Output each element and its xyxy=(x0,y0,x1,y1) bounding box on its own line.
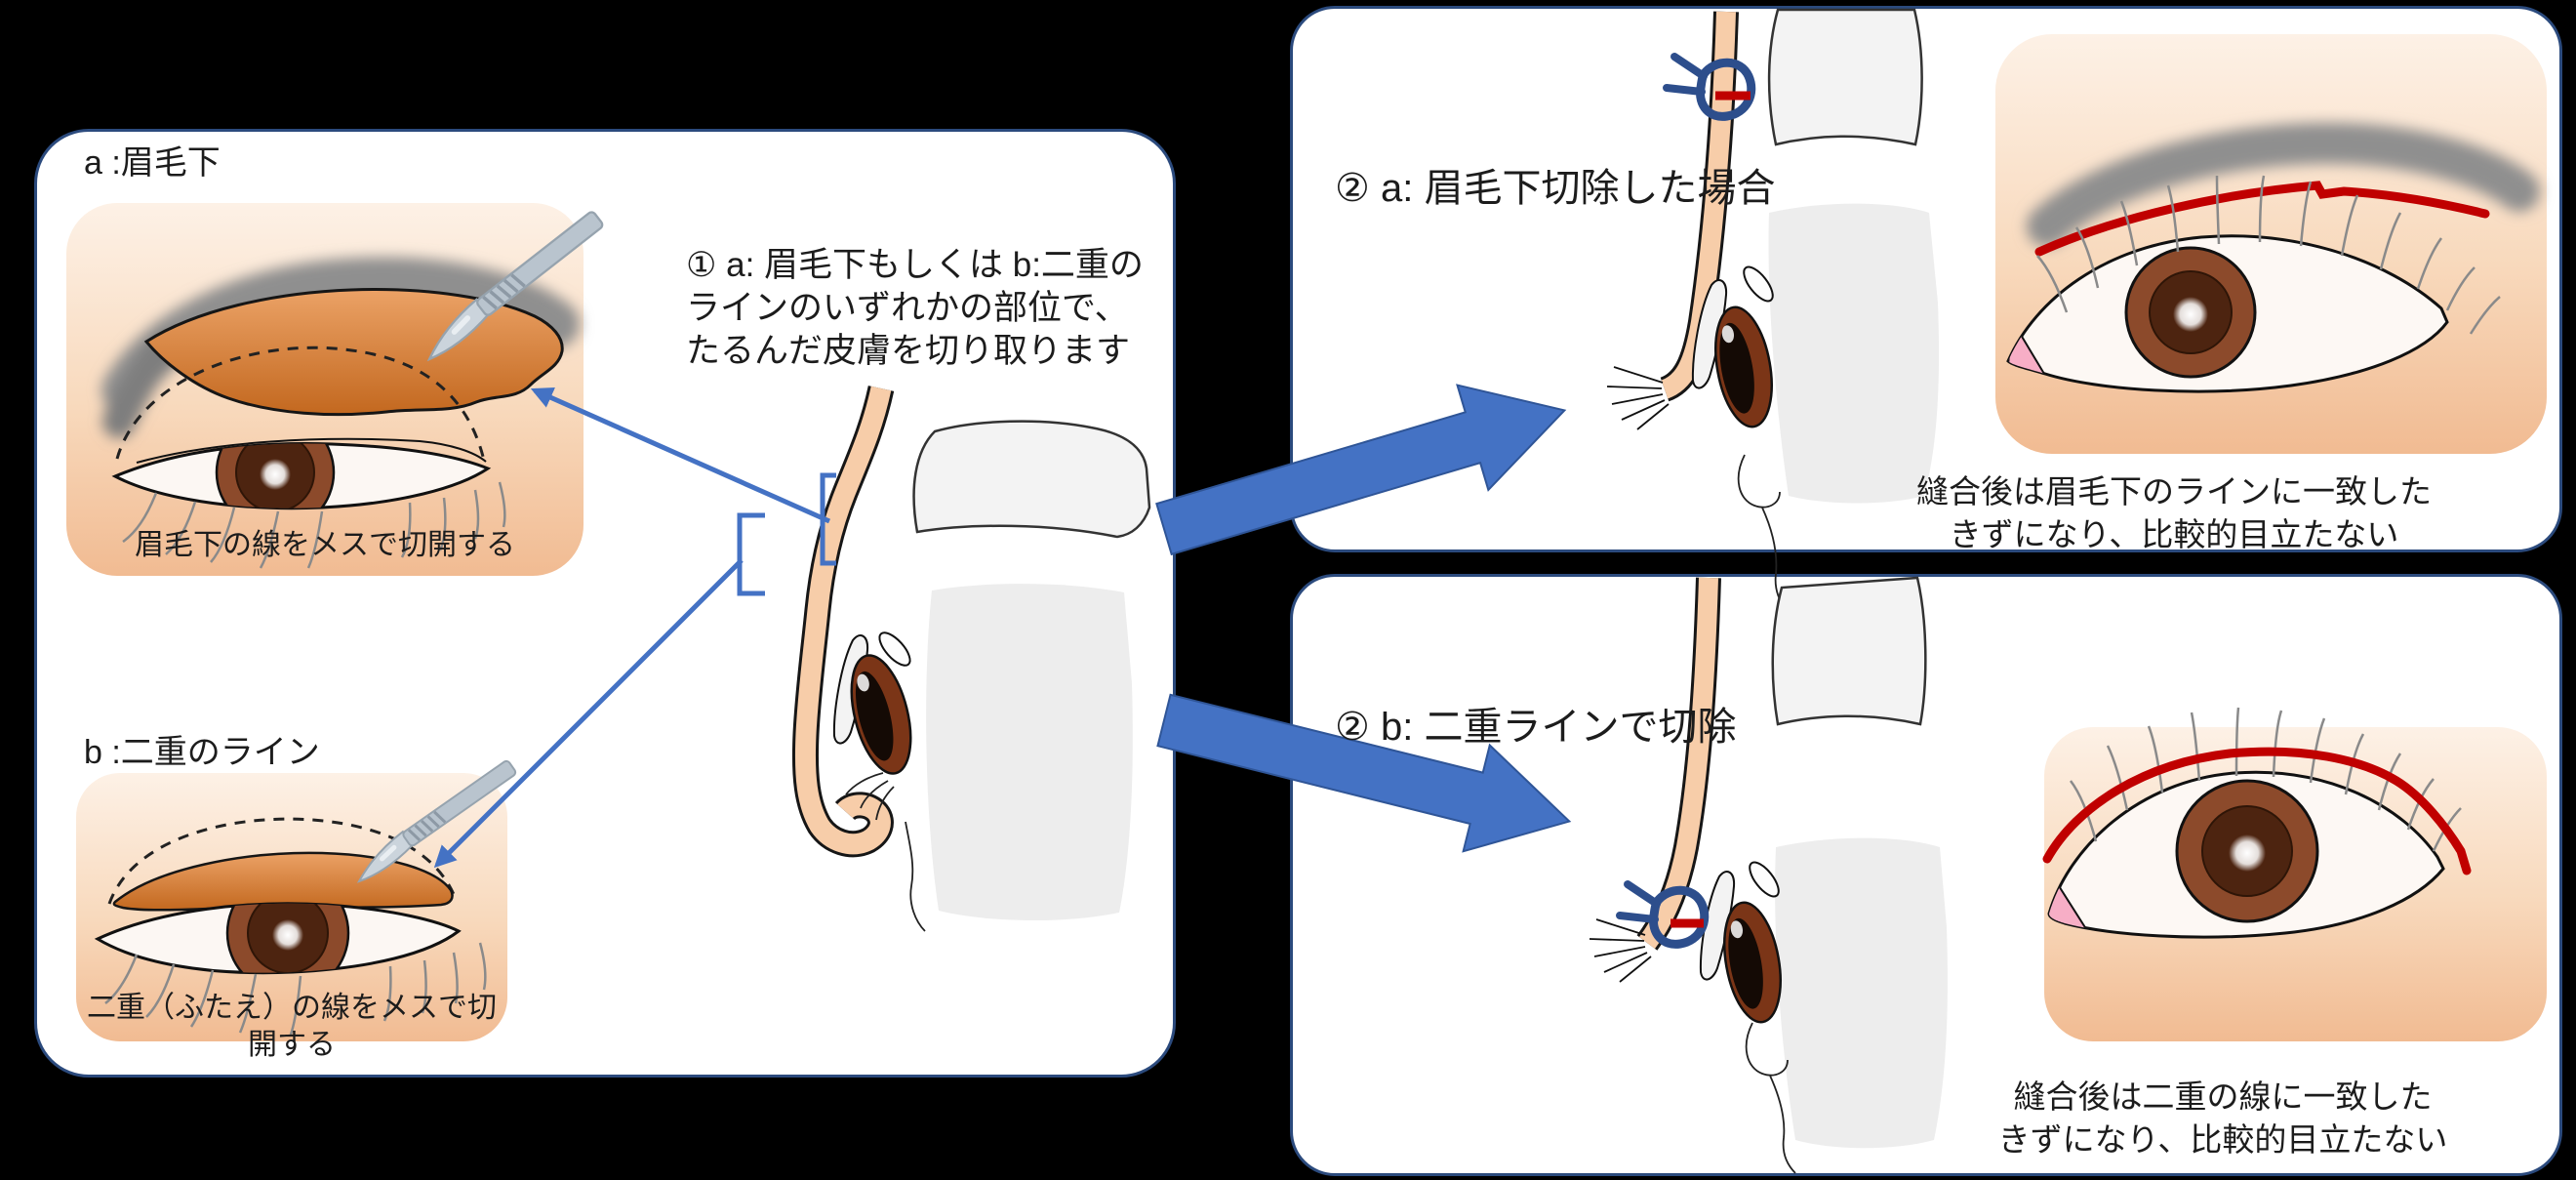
caption-result-doublefold: 縫合後は二重の線に一致した きずになり、比較的目立たない xyxy=(1997,1078,2448,1158)
caption-option-a: 眉毛下の線をメスで切開する xyxy=(135,529,515,561)
label-result-doublefold: ② b: 二重ラインで切除 xyxy=(1335,706,1737,749)
label-option-b: b :二重のライン xyxy=(84,734,320,771)
label-result-subbrow: ② a: 眉毛下切除した場合 xyxy=(1335,167,1776,210)
caption-result-subbrow: 縫合後は眉毛下のラインに一致した きずになり、比較的目立たない xyxy=(1916,473,2432,552)
label-option-a: a :眉毛下 xyxy=(84,144,221,182)
step1-description: ① a: 眉毛下もしくは b:二重の ラインのいずれかの部位で、 たるんだ皮膚を… xyxy=(686,246,1144,370)
caption-option-b: 二重（ふたえ）の線をメスで切開する xyxy=(87,992,497,1061)
